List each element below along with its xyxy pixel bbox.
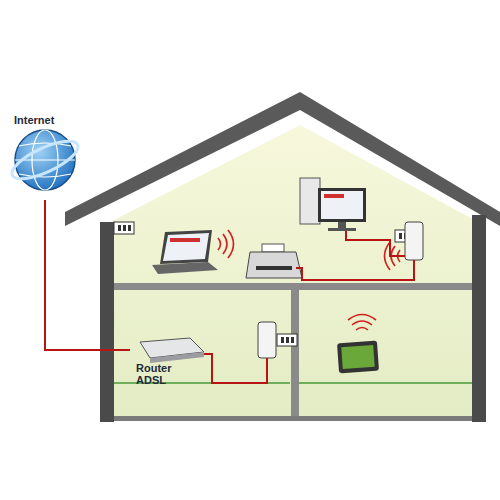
powerline-adapter <box>258 222 423 358</box>
laptop <box>152 230 218 274</box>
floor-line <box>299 382 472 384</box>
floor <box>114 283 472 290</box>
left-wall <box>100 222 114 422</box>
internet-node: Internet <box>8 112 84 200</box>
printer <box>246 244 302 278</box>
internet-cable <box>45 200 130 350</box>
network-cables <box>204 231 414 383</box>
desktop-computer <box>300 178 366 231</box>
tablet <box>337 341 379 374</box>
router-node: Router ADSL <box>130 334 208 400</box>
device-label: Router ADSL <box>136 362 182 386</box>
ground-floor <box>114 416 472 421</box>
internet-globe <box>7 130 82 190</box>
roof <box>65 92 500 226</box>
inner-wall <box>291 290 299 420</box>
right-wall <box>472 215 486 422</box>
router <box>140 338 204 363</box>
device-label: Internet <box>14 114 84 126</box>
